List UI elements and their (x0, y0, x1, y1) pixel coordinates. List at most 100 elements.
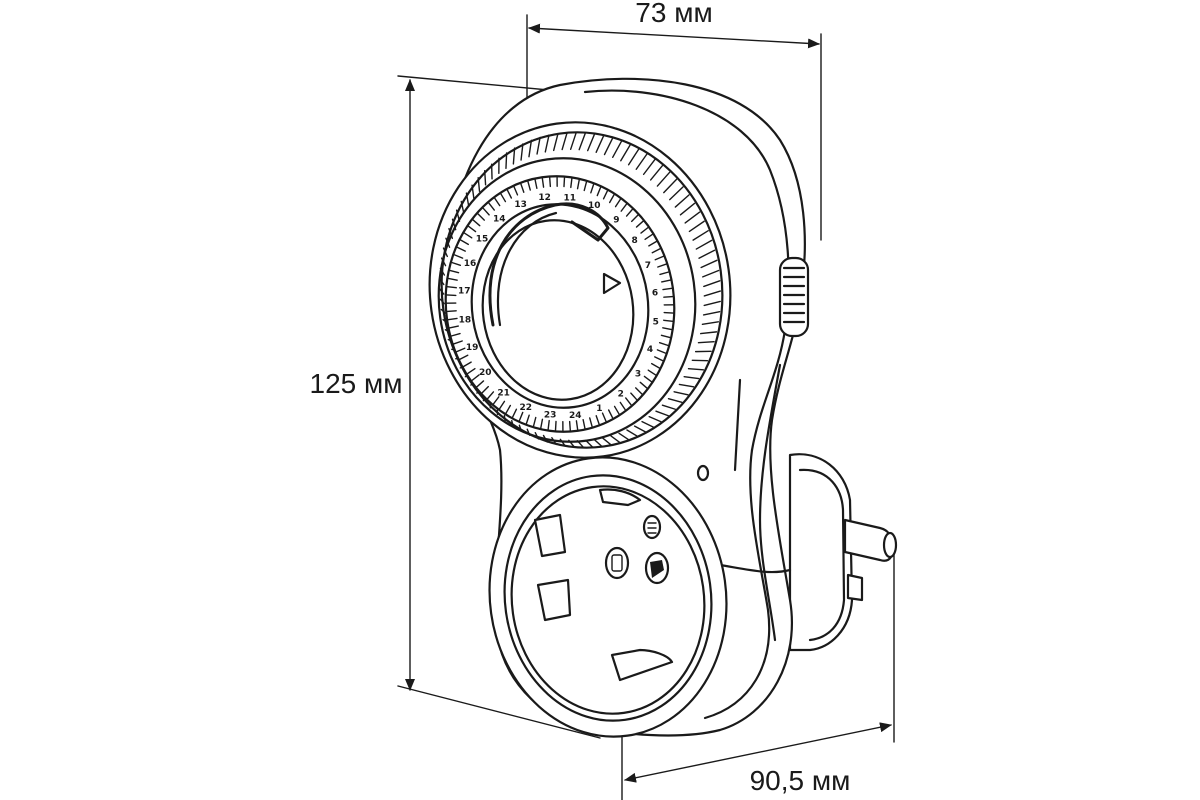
dial-tooth (649, 164, 664, 181)
dial-tooth (505, 152, 508, 170)
dial-tooth (700, 331, 718, 335)
dial-segment (456, 246, 466, 252)
dial-tooth (578, 132, 587, 151)
dial-segment (568, 420, 572, 432)
dial-segment (660, 279, 672, 283)
dial-segment (492, 396, 500, 405)
dial-segment (446, 294, 457, 297)
dial-segment (511, 408, 518, 419)
dial-segment (662, 327, 673, 331)
dial-segments (446, 176, 674, 432)
dial-tooth (683, 376, 700, 380)
dial-tooth (703, 290, 722, 297)
dial-hour-14: 14 (493, 214, 506, 224)
dial-tooth (674, 194, 690, 208)
dial-tooth (601, 437, 612, 446)
dial-tooth (612, 140, 623, 159)
dial-tooth (544, 134, 550, 153)
dial-segment (525, 414, 530, 425)
dial-segment (563, 176, 566, 188)
dial-segment (459, 239, 469, 246)
dial-tooth (633, 425, 647, 433)
dial-segment (648, 240, 658, 247)
dial-segment (486, 391, 495, 400)
dial-hour-7: 7 (645, 261, 651, 271)
dial-segment (518, 411, 524, 422)
dial-segment (656, 349, 667, 354)
dial-tooth (663, 178, 678, 194)
dial-tooth (673, 391, 689, 396)
dial-tooth (439, 298, 445, 305)
dial-tooth (440, 308, 446, 314)
dial-tooth (477, 177, 481, 193)
dial-segment (639, 381, 648, 389)
dial-segment (447, 317, 458, 321)
dial-segment (625, 397, 632, 406)
dial-tooth (679, 202, 696, 216)
dial-hour-15: 15 (476, 234, 489, 244)
dial-hour-18: 18 (459, 315, 472, 325)
dial-segment (459, 354, 469, 361)
dial-segment (620, 203, 628, 212)
dial-tooth (520, 143, 524, 161)
dial-segment (500, 193, 507, 203)
dimension-depth (621, 547, 895, 800)
dial-tooth (511, 420, 514, 427)
dial-segment (582, 418, 586, 430)
dial-segment (446, 285, 457, 289)
dial-segment (602, 189, 609, 200)
dial-segment (527, 180, 531, 191)
dial-tooth (642, 158, 656, 176)
dial-tooth (687, 367, 705, 371)
dial-segment (595, 415, 600, 425)
dial-segment (506, 189, 513, 199)
dial-segment (540, 418, 544, 429)
dial-segment (554, 420, 557, 432)
dial-segment (662, 287, 673, 291)
dial-segment (589, 417, 593, 428)
dial-segment (520, 183, 525, 193)
dial-segment (548, 176, 552, 188)
dial-tooth (692, 229, 709, 241)
dial-segment (657, 263, 668, 268)
dial-tooth (669, 186, 684, 201)
dial-tooth (661, 404, 677, 410)
dial-segment (625, 208, 634, 217)
dial-segment (462, 361, 472, 368)
dial-segment (635, 220, 644, 228)
dial-segment (631, 214, 639, 223)
dial-hour-17: 17 (458, 287, 471, 297)
dial-tooth (648, 415, 662, 423)
dial-segment (575, 420, 579, 431)
indicator-led (696, 464, 710, 482)
dial-tooth (603, 137, 614, 156)
dial-segment (532, 416, 537, 427)
dial-segment (651, 247, 661, 254)
dial-hour-12: 12 (538, 193, 551, 203)
dial-tooth (438, 288, 445, 295)
dimension-height (397, 75, 601, 739)
dial-tooth (697, 341, 715, 344)
dial-segment (513, 185, 519, 196)
socket-hole-left (604, 546, 630, 580)
dial-tooth (702, 269, 720, 278)
dial-tooth (656, 171, 671, 187)
dial-hour-3: 3 (635, 370, 641, 380)
depth-label: 90,5 мм (750, 765, 851, 796)
socket-hole-right (644, 551, 670, 585)
dial-segment (452, 340, 463, 345)
dial-hour-24: 24 (569, 411, 582, 421)
dial-tooth (667, 397, 683, 403)
dial-segment (635, 387, 643, 395)
dial-segment (658, 342, 669, 347)
dial-segment (607, 409, 614, 419)
dial-segment (481, 385, 489, 394)
dial-segment (608, 193, 615, 204)
dial-tooth (698, 249, 716, 259)
dial-tooth (569, 131, 577, 150)
dial-tooth (635, 153, 648, 170)
dial-segment (590, 183, 595, 194)
